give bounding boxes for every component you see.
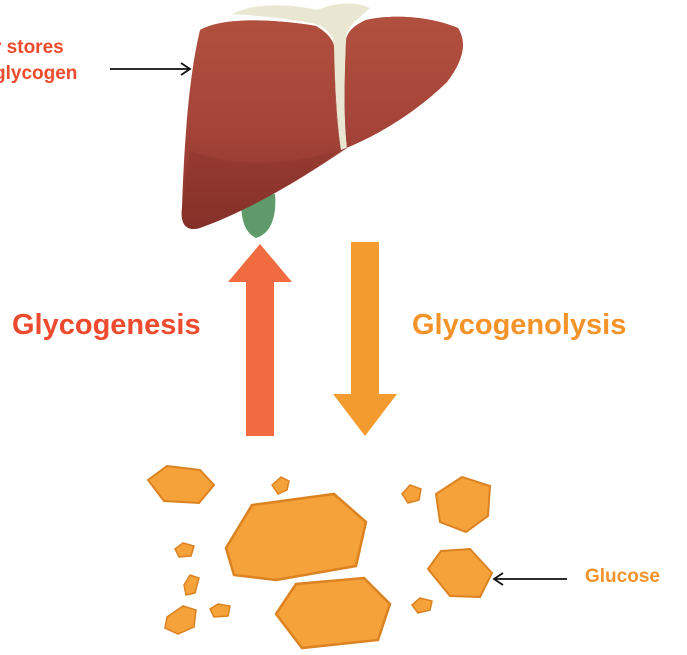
glucose-crystal-icon xyxy=(164,605,197,635)
glucose-crystal-icon xyxy=(146,464,216,505)
glucose-crystal-icon xyxy=(183,574,200,596)
down-arrow-icon xyxy=(333,242,397,436)
glycogenesis-label: Glycogenesis xyxy=(12,309,201,341)
glucose-crystal-icon xyxy=(401,484,422,504)
glucose-crystal-icon xyxy=(224,492,368,582)
glucose-label: Glucose xyxy=(585,566,660,587)
glucose-crystal-icon xyxy=(434,475,492,534)
glycogenolysis-label: Glycogenolysis xyxy=(412,309,627,341)
liver-label: r stores glycogen xyxy=(0,35,77,87)
glucose-crystal-icon xyxy=(174,542,195,558)
up-arrow-icon xyxy=(228,244,292,436)
liver-pointer-arrow-icon xyxy=(110,62,192,76)
glucose-crystal-icon xyxy=(209,603,231,618)
glucose-crystal-icon xyxy=(271,476,290,495)
liver-body xyxy=(181,16,463,230)
glucose-crystal-icon xyxy=(410,597,433,614)
liver-icon xyxy=(181,3,463,238)
glucose-crystal-icon xyxy=(274,576,392,650)
glucose-crystals xyxy=(146,464,494,650)
liver-label-line2: glycogen xyxy=(0,63,78,84)
glucose-pointer-arrow-icon xyxy=(492,572,567,586)
glucose-crystal-icon xyxy=(426,547,494,599)
liver-label-line1: r stores xyxy=(0,37,64,58)
liver-shading xyxy=(181,150,340,230)
